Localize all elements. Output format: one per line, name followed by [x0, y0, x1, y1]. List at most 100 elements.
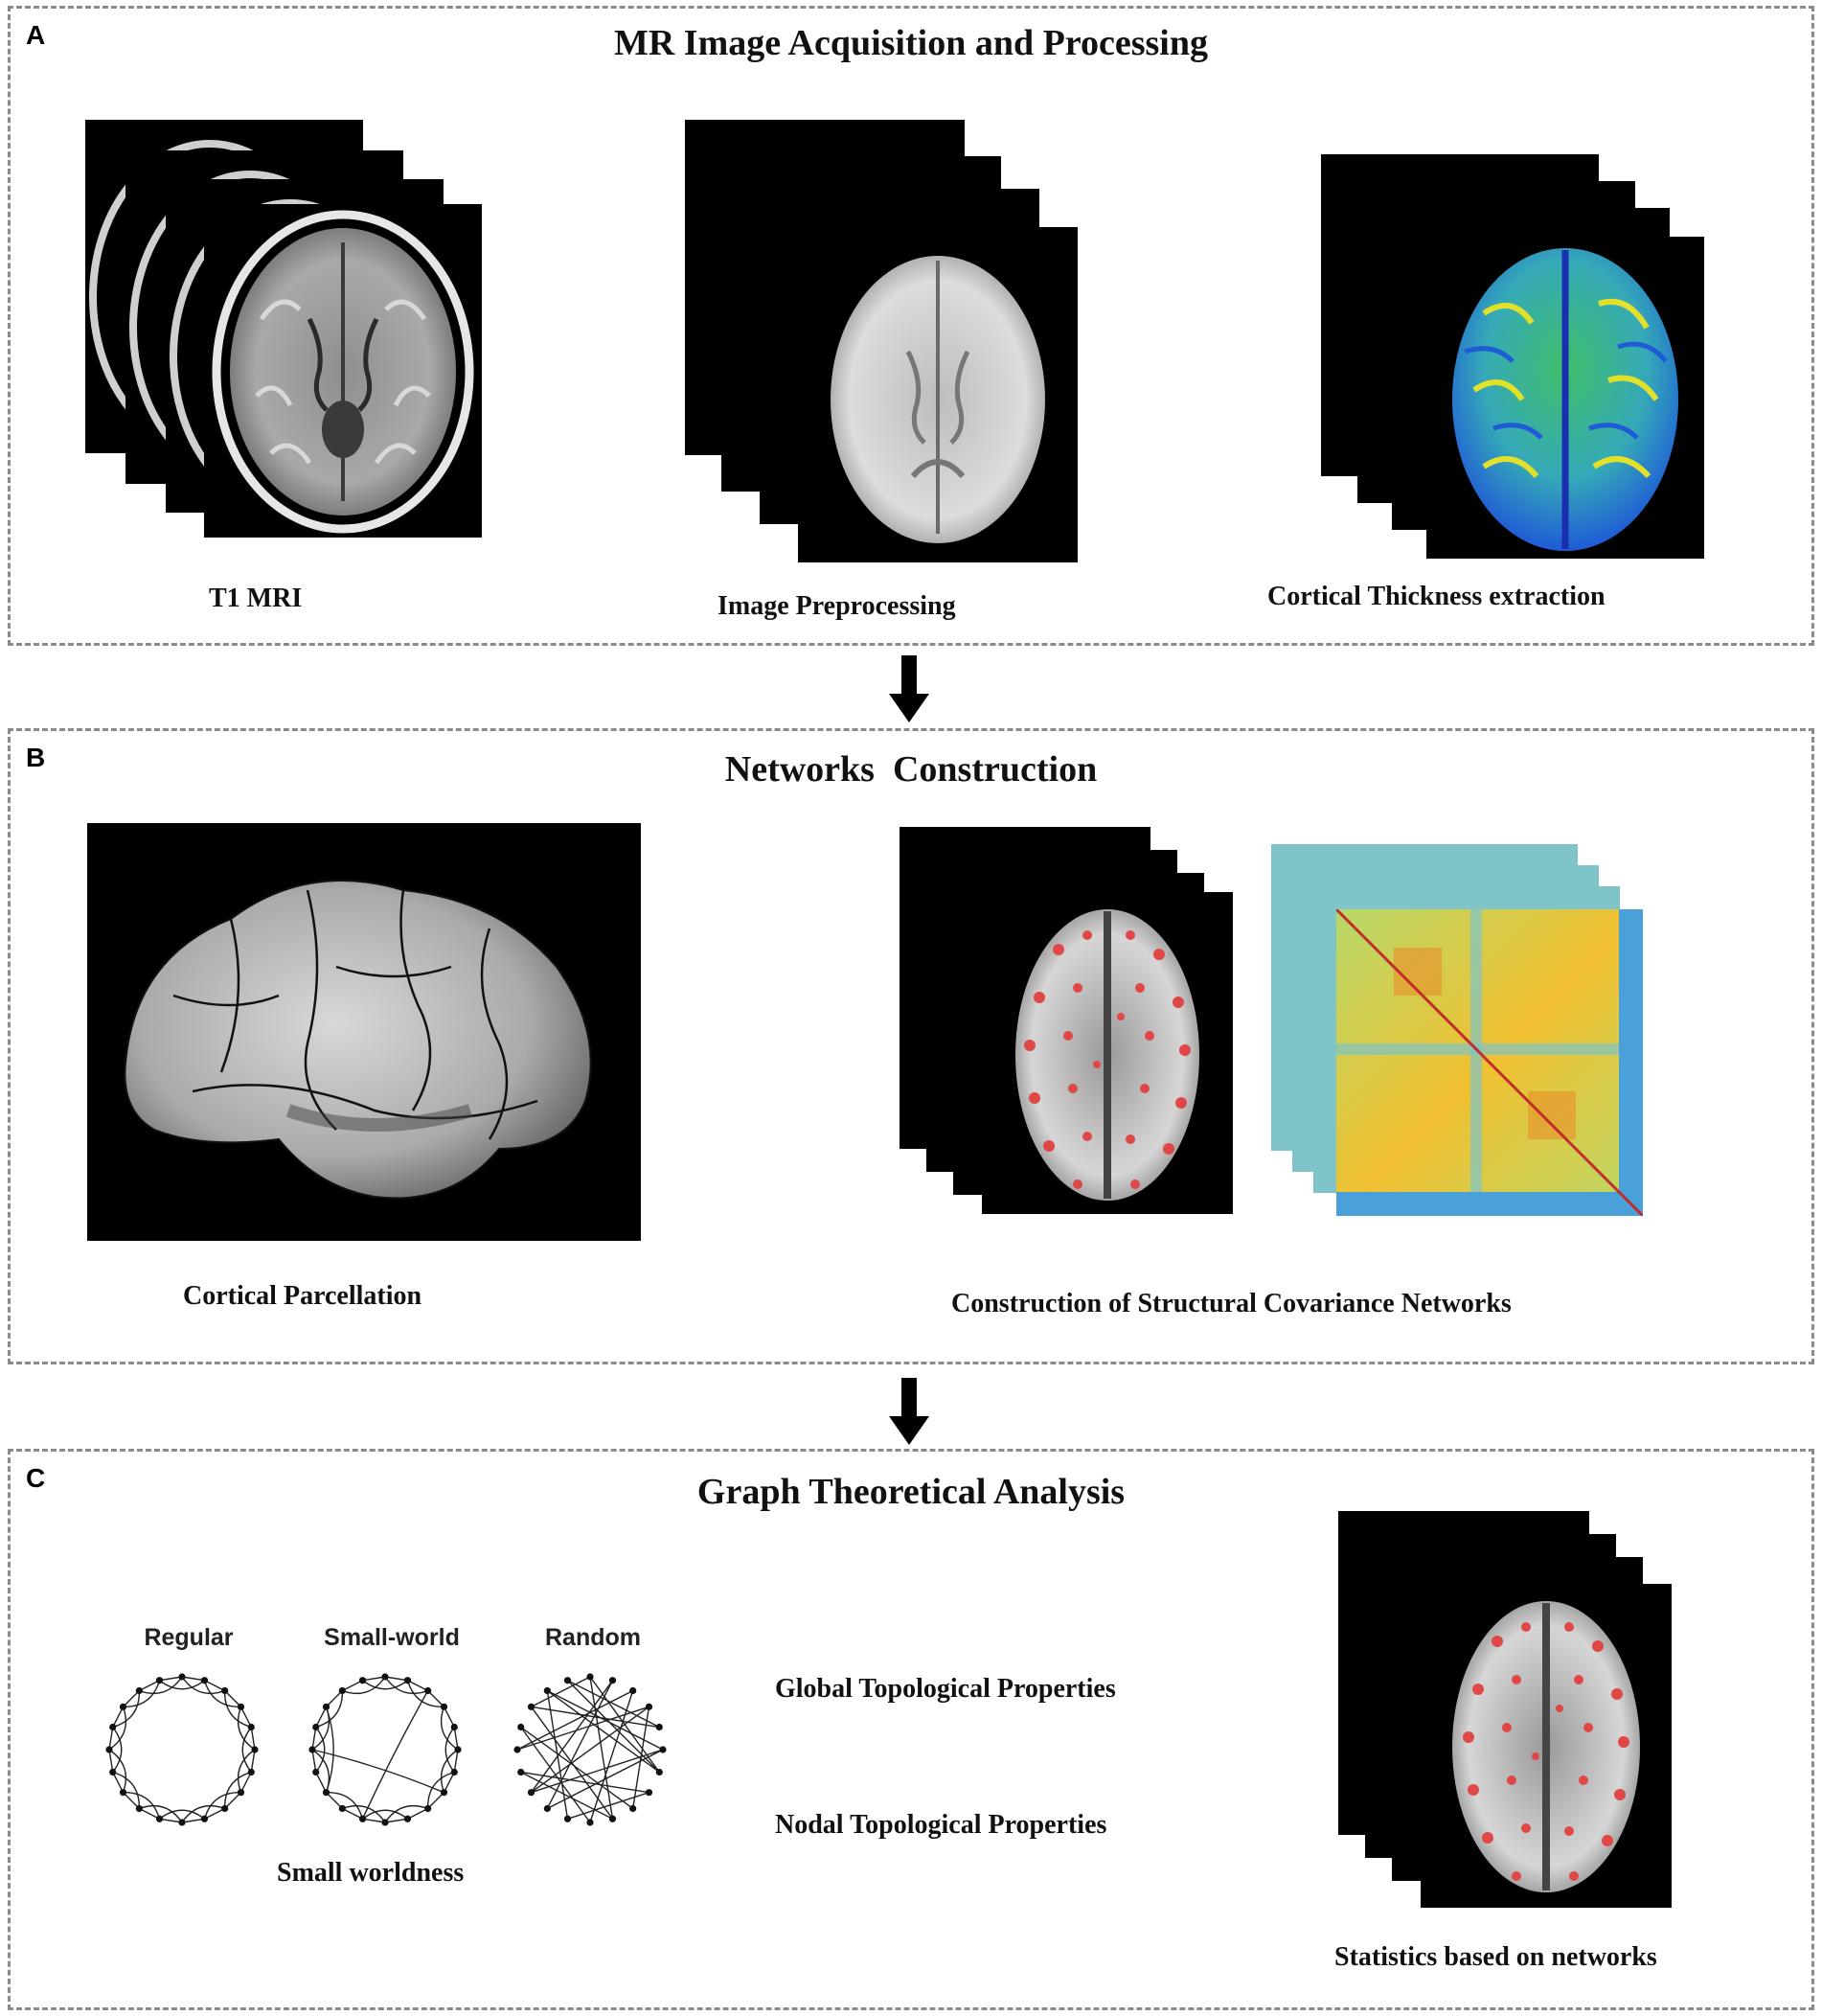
graph-edge: [181, 1676, 205, 1682]
graph-edge: [384, 1804, 428, 1823]
graph-node: [338, 1804, 346, 1813]
graph-edge: [426, 1771, 455, 1809]
graph-node: [424, 1686, 432, 1695]
graph-edge: [520, 1771, 649, 1794]
graph-edge: [250, 1749, 256, 1773]
graph-edge: [108, 1707, 127, 1751]
graph-edge: [531, 1706, 660, 1729]
graph-node: [247, 1768, 255, 1776]
graph-node: [155, 1677, 164, 1684]
graph-node: [608, 1677, 617, 1684]
graph-edge: [567, 1680, 660, 1729]
stat-slice-front: [1421, 1584, 1672, 1908]
graph-node: [517, 1768, 525, 1776]
graph-node: [543, 1804, 551, 1813]
graph-node: [655, 1768, 663, 1776]
graph-edge: [325, 1707, 334, 1793]
graph-edge: [531, 1749, 664, 1794]
graph-edge: [315, 1690, 344, 1729]
graph-node: [403, 1815, 412, 1822]
graph-edge: [342, 1804, 386, 1823]
panel-c: C Graph Theoretical Analysis Regular Sma…: [8, 1449, 1814, 2010]
graph-node: [608, 1815, 617, 1822]
graph-edge: [384, 1676, 408, 1682]
graph-edge: [224, 1690, 241, 1707]
graph-node: [312, 1723, 320, 1731]
preprocessing-stack: [685, 120, 1097, 570]
graph-edge: [237, 1707, 256, 1751]
random-network-graph: [513, 1673, 667, 1826]
brain-nodes-image: [1015, 909, 1199, 1201]
graph-edge: [326, 1792, 343, 1809]
graph-edge: [139, 1804, 183, 1823]
graph-node: [105, 1746, 113, 1753]
graph-edge: [112, 1707, 125, 1728]
graph-node: [454, 1746, 462, 1753]
covariance-matrix-stack: [1271, 844, 1664, 1247]
graph-node: [178, 1673, 186, 1681]
t1-axial-brain-image: [212, 210, 474, 534]
graph-node: [251, 1746, 259, 1753]
graph-edge: [427, 1690, 444, 1707]
graph-node: [322, 1703, 330, 1710]
graph-node: [135, 1686, 143, 1695]
graph-node: [517, 1723, 525, 1731]
small-worldness-caption: Small worldness: [277, 1858, 465, 1888]
graph-edge: [516, 1689, 633, 1751]
graph-edge: [112, 1727, 123, 1773]
graph-edge: [384, 1818, 408, 1823]
graph-edge: [241, 1727, 252, 1773]
graph-edge: [204, 1680, 225, 1692]
matrix-front: [1336, 909, 1643, 1216]
graph-edge: [203, 1680, 241, 1708]
graph-edge: [112, 1690, 141, 1729]
graph-edge: [516, 1706, 649, 1751]
graph-edge: [342, 1676, 386, 1695]
preprocessed-brain-image: [831, 256, 1045, 543]
covariance-matrix-image: [1336, 909, 1643, 1216]
prep-slice-front: [798, 227, 1078, 562]
graph-node: [527, 1703, 535, 1710]
graph-edge: [531, 1706, 649, 1794]
graph-node: [155, 1815, 164, 1822]
graph-edge: [159, 1809, 205, 1820]
graph-edge: [342, 1680, 363, 1692]
graph-node: [312, 1768, 320, 1776]
regular-graph-label: Regular: [144, 1624, 234, 1651]
graph-edge: [520, 1771, 613, 1820]
panel-b: B Networks Construction Cortical Parcell…: [8, 728, 1814, 1364]
graph-edge: [139, 1807, 160, 1820]
cortical-parcellation-caption: Cortical Parcellation: [183, 1281, 422, 1311]
graph-edge: [531, 1676, 591, 1707]
graph-node: [358, 1677, 367, 1684]
global-topological-caption: Global Topological Properties: [775, 1674, 1116, 1704]
statistics-brain-nodes-image: [1452, 1601, 1640, 1892]
graph-node: [119, 1703, 127, 1710]
graph-edge: [443, 1707, 455, 1728]
graph-node: [527, 1789, 535, 1797]
graph-edge: [520, 1726, 634, 1810]
graph-edge: [546, 1689, 660, 1774]
graph-edge: [123, 1791, 161, 1820]
graph-edge: [112, 1771, 141, 1809]
graph-edge: [139, 1676, 183, 1695]
graph-edge: [311, 1749, 444, 1794]
panel-a-title: MR Image Acquisition and Processing: [613, 23, 1208, 63]
statistics-caption: Statistics based on networks: [1334, 1942, 1657, 1972]
down-arrow-icon: [889, 1378, 929, 1445]
graph-edge: [159, 1680, 205, 1690]
graph-edge: [362, 1809, 408, 1820]
graph-node: [221, 1686, 229, 1695]
graph-edge: [326, 1791, 364, 1820]
graph-node: [178, 1819, 186, 1826]
graph-edge: [440, 1707, 459, 1751]
graph-edge: [384, 1676, 428, 1695]
graph-node: [645, 1789, 653, 1797]
panel-letter-a: A: [26, 20, 46, 50]
thick-slice-front: [1426, 237, 1704, 559]
small-world-graph-label: Small-world: [324, 1624, 460, 1651]
graph-edge: [444, 1727, 455, 1773]
graph-node: [200, 1815, 209, 1822]
graph-edge: [315, 1707, 328, 1728]
graph-node: [237, 1789, 245, 1797]
